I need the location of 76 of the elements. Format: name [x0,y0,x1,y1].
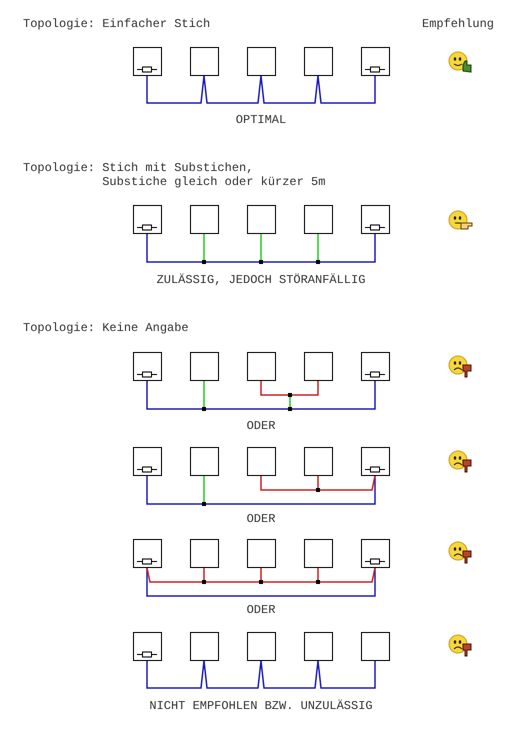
device-box [190,632,218,661]
device-box [360,205,390,234]
device-box [304,539,332,568]
cable-line [292,381,319,396]
device-box [304,205,332,234]
device-box [190,205,218,234]
cable-line [203,476,205,502]
section-title: Topologie: Keine Angabe [23,321,189,335]
device-box [132,447,162,476]
cable-line [146,234,202,263]
device-box [132,539,162,568]
device-box [132,632,162,661]
device-box [360,539,390,568]
cable-line [260,660,319,689]
device-box [132,352,162,381]
separator-label: ODER [246,512,276,526]
cable-line [320,234,376,263]
cable-line [292,381,376,410]
section-title: Topologie: Einfacher Stich [23,17,210,31]
rating-label: NICHT EMPFOHLEN BZW. UNZULÄSSIG [149,699,373,713]
device-box [190,47,218,76]
cable-line [317,234,319,260]
device-box [246,205,276,234]
cable-line [203,568,205,580]
cable-line [146,76,205,104]
device-box [246,447,276,476]
cable-line [263,581,316,583]
device-box [360,447,390,476]
section-title: Topologie: Stich mit Substichen, Substiche gleich oder kürzer 5m [23,161,326,189]
rating-label: OPTIMAL [236,113,286,127]
cable-line [317,660,376,689]
device-box [246,352,276,381]
cable-line [317,476,319,488]
rating-label: ZULÄSSIG, JEDOCH STÖRANFÄLLIG [156,273,366,287]
cable-line [260,76,319,104]
cable-line [206,408,288,410]
cable-line [203,660,262,689]
cable-line [320,568,376,583]
device-box [304,47,332,76]
cable-line [260,476,316,491]
device-box [304,352,332,381]
cable-line [146,381,202,410]
cable-line [146,660,205,689]
cable-line [203,76,262,104]
cable-line [320,476,376,491]
device-box [304,447,332,476]
cable-line [203,234,205,260]
separator-label: ODER [246,603,276,617]
cable-line [317,76,376,104]
device-box [132,47,162,76]
cable-line [203,381,205,407]
column-heading: Empfehlung [422,17,494,31]
cable-line [260,381,288,396]
device-box [132,205,162,234]
cable-line [260,234,262,260]
cable-line [146,568,376,597]
cable-line [146,476,202,505]
device-box [246,47,276,76]
cable-line [263,261,316,263]
cable-line [206,261,259,263]
device-box [360,632,390,661]
cable-line [206,476,376,505]
separator-label: ODER [246,419,276,433]
cable-line [260,568,262,580]
cable-line [206,581,259,583]
device-box [190,539,218,568]
cable-line [146,568,202,583]
device-box [246,539,276,568]
cable-line [289,397,291,407]
cable-line [317,568,319,580]
device-box [360,352,390,381]
device-box [190,352,218,381]
device-box [304,632,332,661]
device-box [190,447,218,476]
device-box [246,632,276,661]
device-box [360,47,390,76]
